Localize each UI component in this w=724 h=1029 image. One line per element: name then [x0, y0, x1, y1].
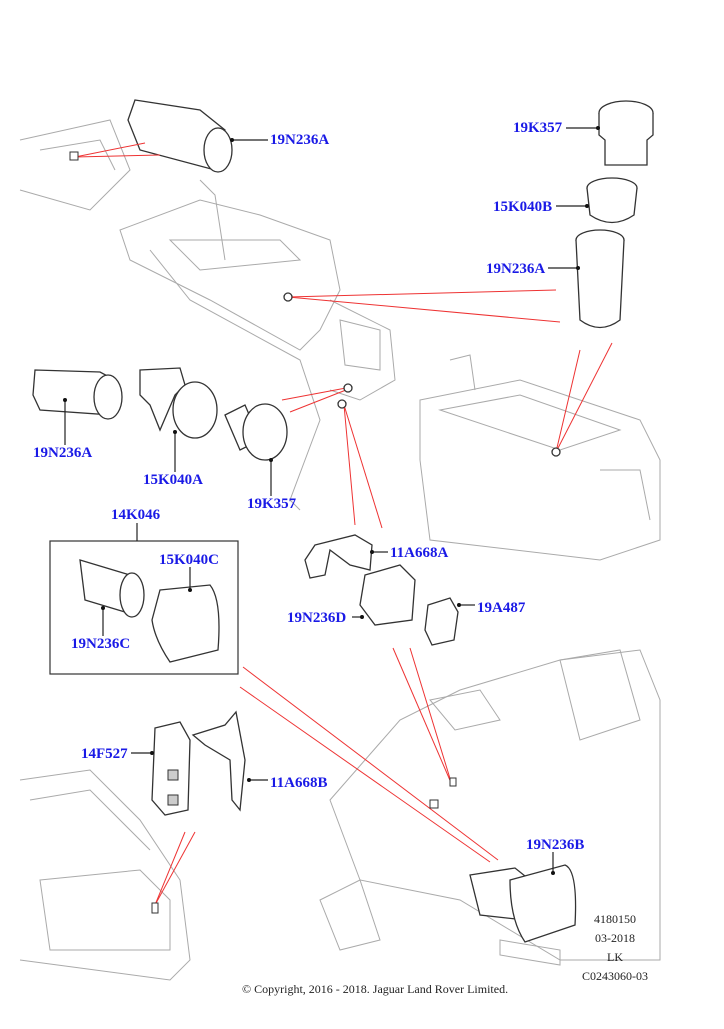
- mount-points: [69, 151, 561, 914]
- leader-lines: [63, 126, 600, 875]
- info-author-code: LK: [607, 950, 623, 964]
- part-19N236A-top: [127, 99, 233, 173]
- info-drawing-code: C0243060-03: [582, 969, 648, 983]
- part-19N236B: [469, 864, 577, 943]
- callout-19K357-top: 19K357: [513, 120, 563, 136]
- callout-19N236A-right: 19N236A: [486, 261, 546, 277]
- part-19N236A-right: [575, 229, 625, 329]
- info-block: 4180150 03-2018 LK C0243060-03: [580, 910, 650, 986]
- callout-15K040A: 15K040A: [143, 472, 203, 488]
- callout-14F527: 14F527: [81, 746, 128, 762]
- info-date: 03-2018: [595, 931, 635, 945]
- rear-console-background: [419, 354, 661, 561]
- part-15K040B: [586, 177, 638, 224]
- part-19N236C: [79, 559, 145, 618]
- copyright-text: © Copyright, 2016 - 2018. Jaguar Land Ro…: [242, 982, 509, 996]
- console-background: [19, 119, 396, 511]
- callout-19N236C: 19N236C: [71, 636, 131, 652]
- callout-19N236B: 19N236B: [526, 837, 585, 853]
- part-19N236A-left: [32, 369, 123, 420]
- part-19K357-top: [598, 100, 654, 166]
- info-illustration-number: 4180150: [594, 912, 636, 926]
- part-15K040C: [151, 584, 220, 663]
- part-19A487: [424, 597, 459, 646]
- callout-19K357-left: 19K357: [247, 496, 297, 512]
- part-11A668B: [191, 710, 246, 812]
- luggage-area-background: [319, 649, 661, 966]
- kit-14K046-box: [49, 540, 239, 675]
- vehicle-rear-background: [19, 769, 191, 981]
- part-11A668A: [304, 534, 373, 579]
- part-15K040A: [139, 367, 218, 439]
- part-19N236D: [359, 564, 416, 626]
- callout-11A668B: 11A668B: [270, 775, 328, 791]
- callout-14K046: 14K046: [111, 507, 161, 523]
- callout-11A668A: 11A668A: [390, 545, 449, 561]
- callout-19N236D: 19N236D: [287, 610, 347, 626]
- callout-19A487: 19A487: [477, 600, 526, 616]
- callout-19N236A-left: 19N236A: [33, 445, 93, 461]
- locator-lines: [74, 142, 613, 906]
- part-19K357-left: [224, 403, 288, 461]
- part-14F527: [151, 721, 191, 816]
- callout-15K040B: 15K040B: [493, 199, 553, 215]
- callout-19N236A-top: 19N236A: [270, 132, 330, 148]
- callout-15K040C: 15K040C: [159, 552, 219, 568]
